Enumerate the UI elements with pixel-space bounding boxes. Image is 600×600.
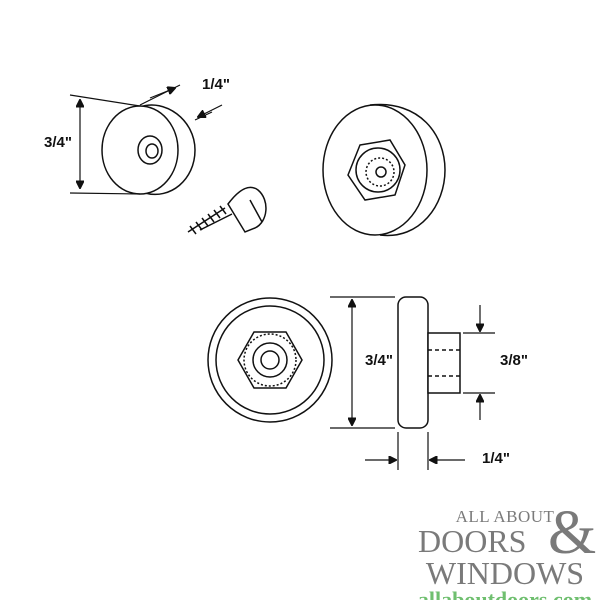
roller-front-view [207, 297, 333, 423]
roller-angled-view [101, 104, 196, 196]
logo-line1: ALL ABOUT [455, 507, 555, 526]
roller-perspective-view [322, 103, 446, 237]
screw-icon [187, 186, 267, 235]
logo-doors: DOORS [418, 523, 527, 559]
logo-windows: WINDOWS [425, 555, 585, 591]
logo-url: allaboutdoors.com [417, 587, 593, 600]
brand-logo: ALL ABOUT DOORS & WINDOWS allaboutdoors.… [410, 502, 600, 600]
roller-side-view [397, 296, 461, 429]
dimension-thickness-top: 1/4" [202, 76, 230, 93]
dimension-diameter-front: 3/4" [365, 352, 393, 369]
dimension-lines [69, 84, 495, 470]
dimension-thickness-side: 1/4" [482, 450, 510, 467]
dimension-hub-diameter: 3/8" [500, 352, 528, 369]
logo-ampersand: & [548, 499, 597, 567]
dimension-diameter-top: 3/4" [44, 134, 72, 151]
